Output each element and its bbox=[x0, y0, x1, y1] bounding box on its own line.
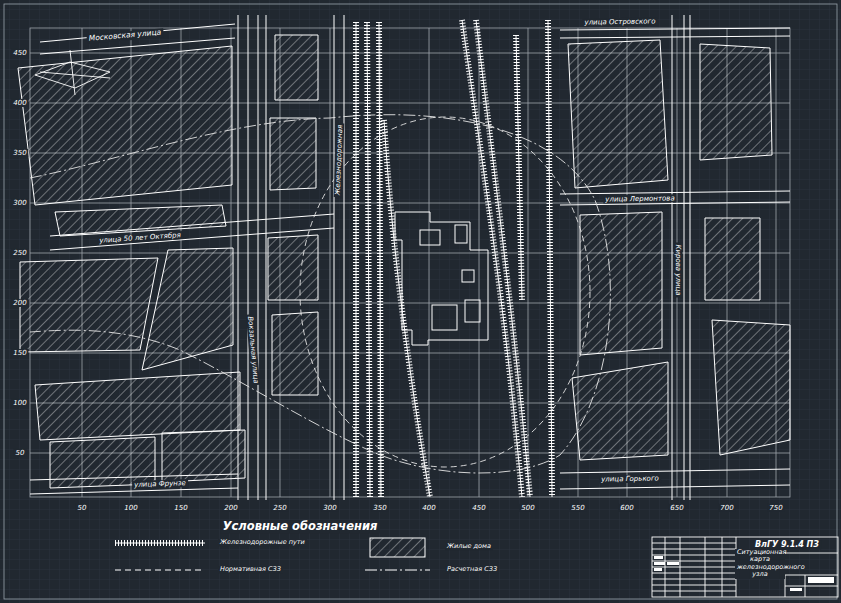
street-name: улица 50 лет Октября bbox=[97, 231, 183, 245]
axis-number: 550 bbox=[569, 504, 586, 512]
axis-number: 600 bbox=[618, 504, 635, 512]
axis-number: 100 bbox=[122, 504, 139, 512]
axis-number: 200 bbox=[11, 299, 28, 307]
street-name: Железнодорожная bbox=[334, 123, 345, 198]
axis-number: 250 bbox=[11, 249, 28, 257]
axis-number: 450 bbox=[11, 49, 28, 57]
axis-number: 50 bbox=[76, 504, 89, 512]
street-name: улица Островского bbox=[582, 17, 657, 26]
legend-text: Железнодорожные пути bbox=[218, 539, 307, 546]
sheet-text: Условные обозначения bbox=[221, 520, 380, 533]
axis-number: 300 bbox=[321, 504, 338, 512]
sheet-text: Ситуационная карта железнодорожного узла bbox=[735, 549, 785, 579]
street-name: улица Горького bbox=[599, 474, 661, 483]
street-name: Московская улица bbox=[86, 28, 163, 43]
axis-number: 100 bbox=[11, 399, 28, 407]
axis-number: 150 bbox=[11, 349, 28, 357]
axis-number: 750 bbox=[767, 504, 784, 512]
legend-text: Расчетная СЗЗ bbox=[445, 566, 499, 573]
street-name: Вокзальная улица bbox=[246, 314, 260, 386]
axis-number: 500 bbox=[519, 504, 536, 512]
axis-number: 400 bbox=[420, 504, 437, 512]
axis-number: 50 bbox=[14, 449, 27, 457]
axis-number: 300 bbox=[11, 199, 28, 207]
axis-number: 200 bbox=[222, 504, 239, 512]
street-name: улица Лермонтова bbox=[603, 194, 677, 203]
axis-number: 350 bbox=[371, 504, 388, 512]
street-name: Кирова улица bbox=[674, 242, 682, 297]
axis-number: 350 bbox=[11, 149, 28, 157]
axis-number: 700 bbox=[718, 504, 735, 512]
legend-text: Жилые дома bbox=[445, 543, 493, 550]
axis-number: 250 bbox=[271, 504, 288, 512]
axis-number: 450 bbox=[470, 504, 487, 512]
street-name: улица Фрунзе bbox=[132, 479, 188, 489]
axis-number: 400 bbox=[11, 99, 28, 107]
axis-number: 650 bbox=[668, 504, 685, 512]
axis-number: 150 bbox=[172, 504, 189, 512]
legend-text: Нормативная СЗЗ bbox=[218, 566, 283, 573]
